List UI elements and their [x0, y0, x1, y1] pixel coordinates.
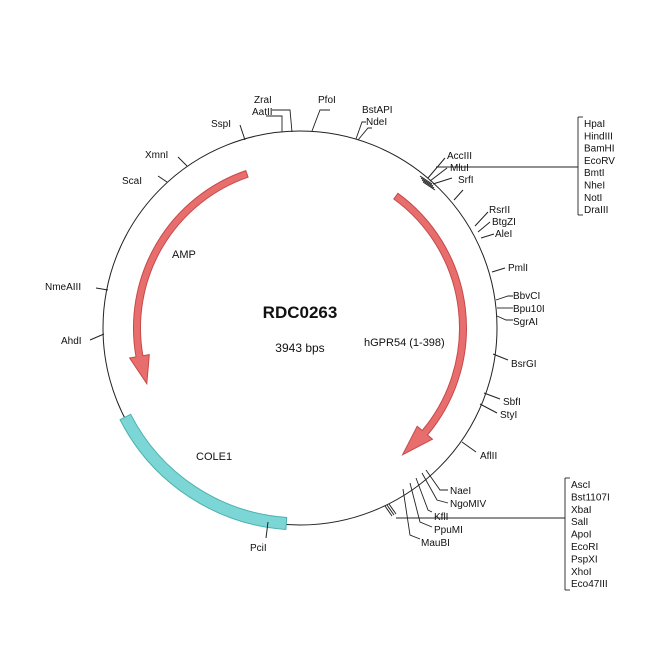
- site-scai: ScaI: [122, 176, 142, 187]
- site-sbfi: SbfI: [503, 397, 521, 408]
- mcs-site-label: XhoI: [571, 567, 592, 578]
- mcs-site-label: PspXI: [571, 554, 598, 565]
- mcs-site-label: SalI: [571, 517, 588, 528]
- site-labels: ZraI AatII PfoI BstAPI NdeI SspI XmnI Sc…: [45, 95, 545, 554]
- plasmid-size: 3943 bps: [275, 341, 324, 355]
- mcs-site-label: ApoI: [571, 530, 592, 541]
- mcs-site-label: DraIII: [584, 205, 608, 216]
- site-aflii: AflII: [480, 451, 497, 462]
- site-maubi: MauBI: [421, 538, 450, 549]
- site-sspi: SspI: [211, 119, 231, 130]
- mcs-site-label: XbaI: [571, 505, 592, 516]
- mcs-top-bracket: [436, 116, 583, 216]
- mcs-site-label: AscI: [571, 480, 590, 491]
- site-sgrai: SgrAI: [513, 317, 538, 328]
- site-aatii: AatII: [252, 107, 273, 118]
- site-zrai: ZraI: [254, 95, 272, 106]
- site-ppumi: PpuMI: [434, 525, 463, 536]
- site-pfoi: PfoI: [318, 95, 336, 106]
- site-bstapi: BstAPI: [362, 105, 393, 116]
- site-ndei: NdeI: [366, 117, 387, 128]
- hgpr54-label: hGPR54 (1-398): [364, 337, 445, 349]
- amp-label: AMP: [172, 249, 196, 261]
- plasmid-name: RDC0263: [263, 303, 338, 322]
- mcs-site-label: Eco47III: [571, 579, 608, 590]
- site-srfi: SrfI: [458, 175, 474, 186]
- site-ahdi: AhdI: [61, 336, 82, 347]
- mcs-top-marker: [419, 175, 436, 191]
- mcs-site-label: HindIII: [584, 131, 613, 142]
- amp-feature-arrow: [128, 169, 249, 386]
- mcs-site-label: EcoRV: [584, 156, 615, 167]
- site-nmeaiii: NmeAIII: [45, 282, 81, 293]
- mcs-site-label: NheI: [584, 181, 605, 192]
- mcs-site-label: HpaI: [584, 119, 605, 130]
- mcs-bottom-bracket: [396, 477, 570, 591]
- site-accii: AccIII: [447, 151, 472, 162]
- mcs-site-label: NotI: [584, 193, 602, 204]
- site-styi: StyI: [500, 410, 517, 421]
- site-mlui: MluI: [450, 163, 469, 174]
- cole1-feature: [119, 413, 288, 531]
- site-rsrii: RsrII: [489, 205, 510, 216]
- site-btgzi: BtgZI: [492, 217, 516, 228]
- mcs-bottom-marker: [384, 503, 397, 517]
- site-bpu10i: Bpu10I: [513, 304, 545, 315]
- site-xmni: XmnI: [145, 150, 168, 161]
- mcs-site-label: BamHI: [584, 144, 615, 155]
- mcs-site-label: BmtI: [584, 168, 605, 179]
- site-pmli: PmlI: [508, 263, 528, 274]
- site-ngomiv: NgoMIV: [450, 499, 486, 510]
- site-bsrgi: BsrGI: [511, 359, 537, 370]
- site-alei: AleI: [495, 229, 512, 240]
- site-naei: NaeI: [450, 486, 471, 497]
- mcs-site-label: Bst1107I: [571, 492, 610, 503]
- mcs-site-label: EcoRI: [571, 542, 598, 553]
- site-pcii: PciI: [250, 543, 267, 554]
- hgpr54-feature-arrow: [393, 192, 467, 456]
- plasmid-backbone: [102, 130, 498, 526]
- cole1-label: COLE1: [196, 451, 232, 463]
- site-kfli: KflI: [434, 512, 448, 523]
- site-bbvci: BbvCI: [513, 291, 540, 302]
- site-leaders: [89, 109, 513, 540]
